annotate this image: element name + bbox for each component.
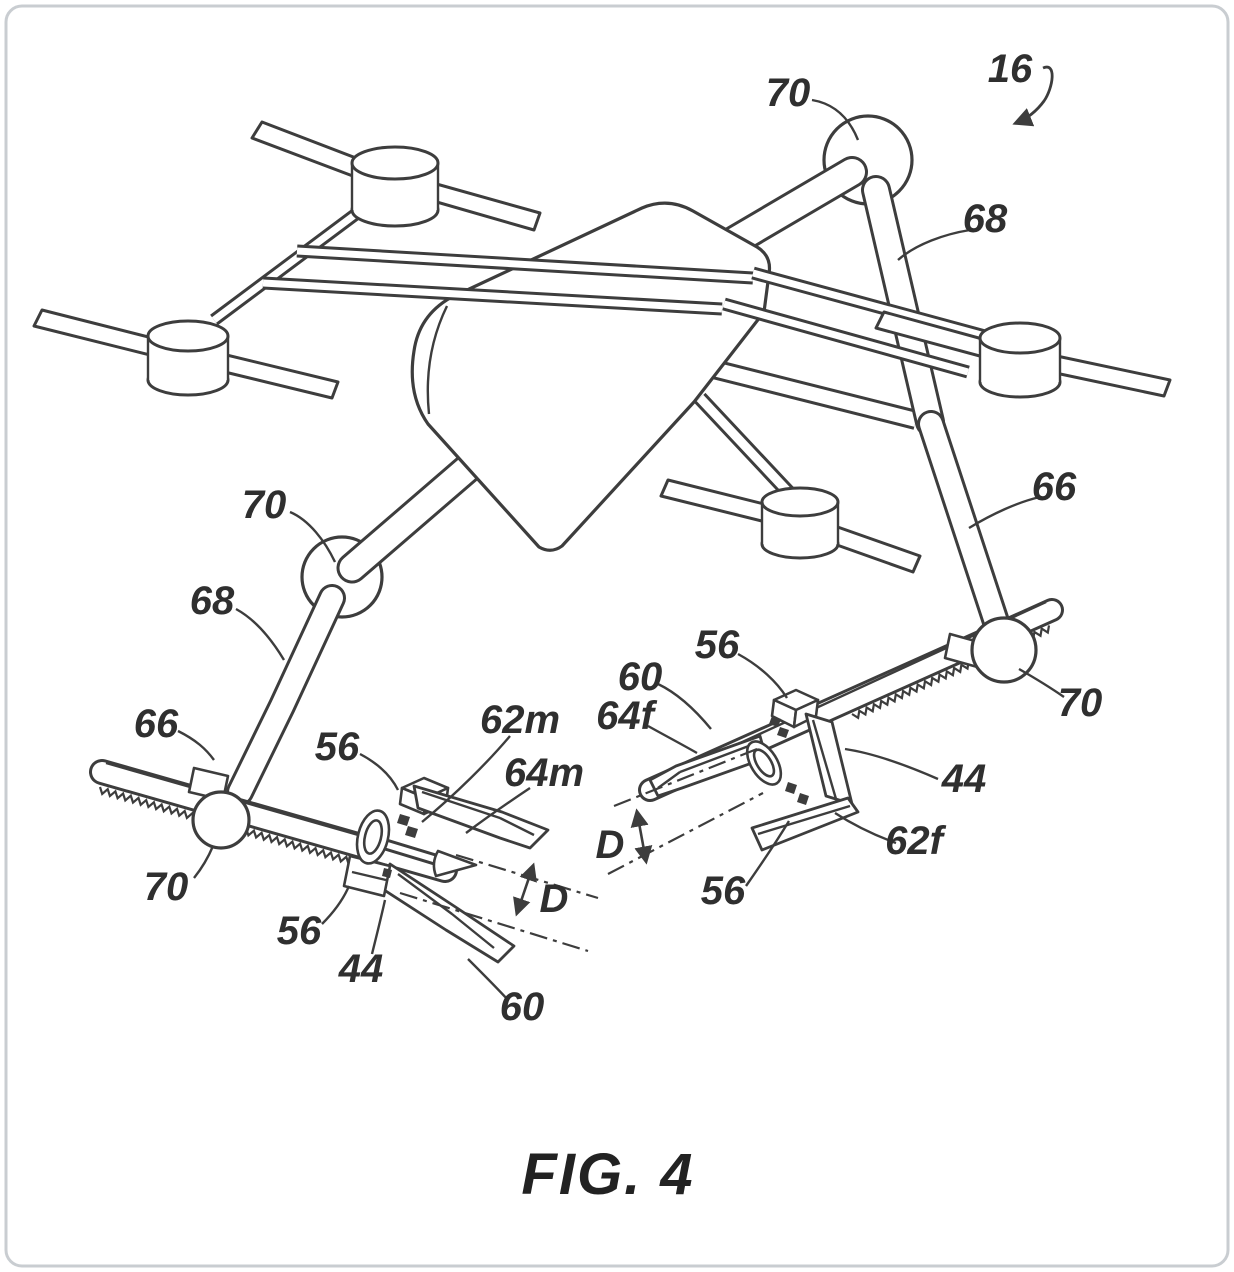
- rotor-motor-right: [978, 321, 1062, 355]
- leader-line: [737, 652, 789, 699]
- leader-line: [657, 682, 712, 730]
- drone-line-drawing: [32, 65, 1172, 1001]
- reference-labels: 16 70 68 66 70 70 68 66 70 56 62m 64m 56…: [134, 47, 1103, 1029]
- leader-line: [370, 899, 387, 955]
- leader-line: [321, 885, 351, 925]
- rotor-motor-front-left: [350, 145, 440, 181]
- ref-label-D-left: D: [540, 877, 569, 921]
- ref-label-44-right: 44: [941, 757, 987, 801]
- ref-label-56-right-top: 56: [695, 623, 740, 667]
- ref-label-D-right: D: [596, 823, 625, 867]
- leader-line: [811, 98, 860, 141]
- ref-label-60-right: 60: [618, 655, 663, 699]
- leader-line: [465, 787, 531, 834]
- leader-line: [834, 811, 897, 845]
- leader-line: [844, 747, 939, 781]
- ref-label-16: 16: [988, 47, 1033, 91]
- ref-label-66-right: 66: [1032, 465, 1077, 509]
- dimension-arrow-D-right: [630, 808, 653, 865]
- leader-line: [897, 228, 971, 261]
- leader-line: [235, 607, 286, 661]
- leader-arrow-16: [1012, 65, 1054, 127]
- leader-line: [289, 510, 337, 563]
- leader-line: [968, 495, 1041, 530]
- rotor-motor-left: [146, 319, 230, 353]
- leader-line: [1018, 667, 1065, 698]
- centerline: [607, 792, 764, 875]
- ref-label-56-left-bottom: 56: [277, 909, 322, 953]
- ref-label-68-left: 68: [190, 579, 235, 623]
- leader-line: [745, 820, 791, 887]
- ref-label-68-right: 68: [963, 197, 1008, 241]
- ref-label-66-left: 66: [134, 702, 179, 746]
- centerline: [399, 891, 589, 953]
- leader-line: [177, 729, 215, 761]
- leader-line: [421, 735, 511, 823]
- leader-line: [647, 724, 698, 755]
- dimension-arrow-D-left: [513, 862, 537, 917]
- ref-label-70-left-knee: 70: [242, 483, 287, 527]
- ref-label-70-left-ankle: 70: [144, 865, 189, 909]
- ref-label-62f: 62f: [885, 819, 946, 863]
- figure-border: [4, 4, 1230, 1268]
- ref-label-56-right-bottom: 56: [701, 869, 746, 913]
- figure-caption: FIG. 4: [521, 1142, 694, 1207]
- ref-label-56-left-top: 56: [315, 725, 360, 769]
- ref-label-64f: 64f: [596, 694, 657, 738]
- leader-line: [193, 845, 215, 879]
- ref-label-44-left: 44: [338, 947, 384, 991]
- ref-label-64m: 64m: [504, 751, 584, 795]
- leader-line: [359, 752, 400, 791]
- left-ankle-ball-70: [191, 790, 251, 850]
- rotor-motor-center: [760, 486, 840, 518]
- leader-line: [467, 958, 509, 1001]
- ref-label-60-left: 60: [500, 985, 545, 1029]
- ref-label-70-right-ankle: 70: [1058, 681, 1103, 725]
- centerline: [613, 747, 758, 808]
- ref-label-70-top: 70: [766, 71, 811, 115]
- right-ankle-ball-70: [970, 616, 1038, 684]
- ref-label-62m: 62m: [480, 698, 560, 742]
